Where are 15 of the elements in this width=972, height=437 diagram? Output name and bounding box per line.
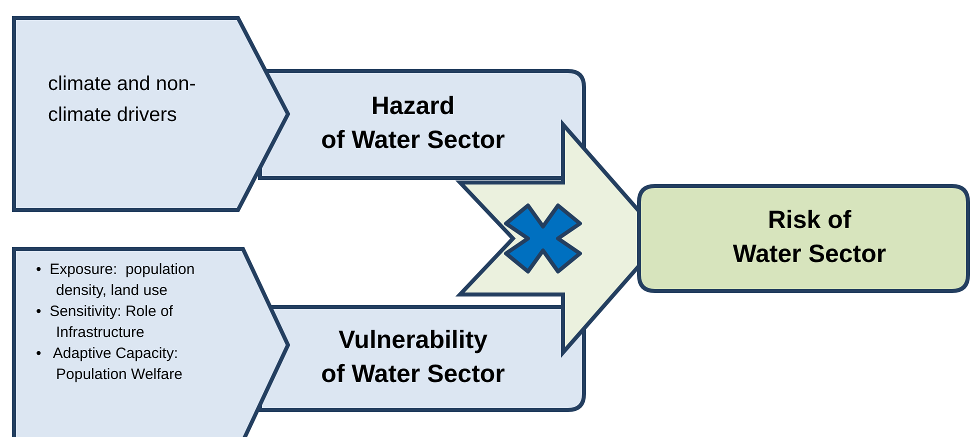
bullet-item: • Adaptive Capacity: Population Welfare <box>36 344 184 385</box>
box-title: Hazard <box>370 91 456 122</box>
rounded-tab-box <box>258 69 586 180</box>
chevron-box <box>12 247 290 437</box>
box-title: Vulnerability <box>337 325 489 356</box>
chevron-box <box>12 16 290 212</box>
box-title: of Water Sector <box>320 125 506 156</box>
box-title: Water Sector <box>732 239 888 270</box>
box-text: climate and non-climate drivers <box>48 72 197 128</box>
box-title: Risk of <box>766 205 852 236</box>
rounded-tab-box <box>258 305 586 412</box>
bullet-item: • Exposure: population density, land use <box>36 260 196 301</box>
bullet-item: • Sensitivity: Role of Infrastructure <box>36 302 174 343</box>
rounded-box <box>637 184 970 293</box>
box-title: of Water Sector <box>320 359 506 390</box>
